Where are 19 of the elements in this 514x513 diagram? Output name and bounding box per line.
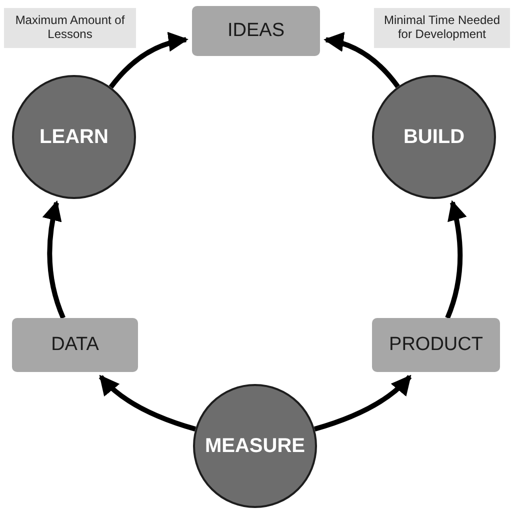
arrow [314, 374, 412, 432]
node-label: LEARN [40, 126, 108, 148]
note-box [374, 8, 510, 48]
note-box [4, 8, 136, 48]
process-box [192, 6, 320, 56]
node-label: IDEAS [227, 20, 285, 42]
node-label: DATA [51, 334, 99, 356]
arrow [445, 200, 466, 319]
process-box [12, 318, 138, 372]
arrow [42, 200, 66, 319]
node-label: PRODUCT [389, 334, 483, 356]
process-box [372, 318, 500, 372]
arrow [324, 32, 400, 88]
arrow [108, 32, 188, 89]
node-label: MEASURE [204, 434, 305, 458]
node-label: Minimal Time Needed for Development [382, 14, 502, 42]
node-label: Maximum Amount of Lessons [14, 14, 126, 42]
node-label: BUILD [403, 126, 465, 148]
arrow [98, 374, 196, 432]
